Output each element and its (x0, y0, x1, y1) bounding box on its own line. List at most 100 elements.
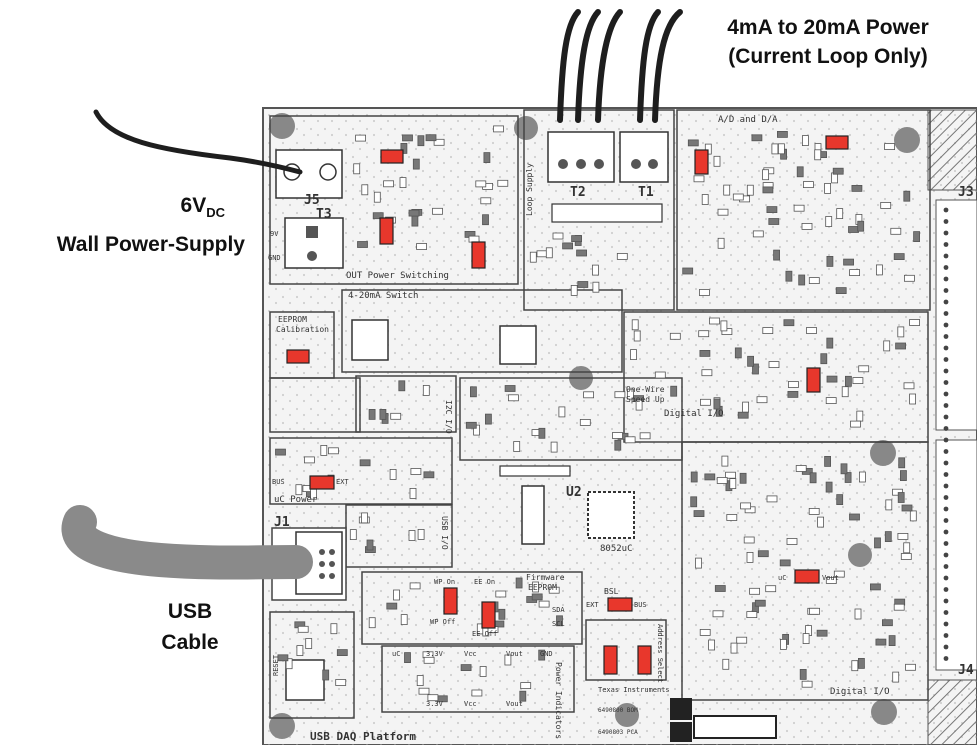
smd-component (545, 247, 553, 259)
mounting-hole (870, 440, 896, 466)
jumper-ad-da-ref (825, 135, 849, 150)
smd-component (732, 193, 744, 201)
smd-component (504, 654, 512, 666)
label-j4: J4 (958, 663, 974, 678)
label-t1: T1 (638, 185, 654, 200)
smd-component (874, 537, 881, 549)
smd-component (670, 385, 678, 397)
smd-component (612, 432, 623, 439)
smd-component (538, 649, 546, 661)
smd-component (479, 666, 487, 677)
smd-component (803, 181, 814, 189)
section-digital-io-top: Digital I/O (664, 409, 724, 419)
smd-component (752, 363, 759, 375)
connector-pin (943, 495, 949, 500)
section-eeprom-cal-1: EEPROM (278, 315, 307, 324)
smd-component (635, 399, 643, 411)
smd-component (895, 342, 906, 350)
label-bsl: BSL (604, 587, 619, 596)
jumper-ee (481, 601, 496, 629)
smd-component (826, 255, 834, 267)
smd-component (893, 253, 905, 261)
smd-component (423, 471, 435, 479)
smd-component (897, 492, 905, 503)
smd-component (765, 585, 777, 593)
smd-component (504, 385, 516, 392)
smd-component (468, 235, 480, 243)
smd-component (614, 439, 622, 451)
smd-component (538, 600, 550, 608)
connector-pin (943, 403, 949, 408)
loop-wire (595, 9, 623, 123)
section-one-wire-2: Speed Up (626, 395, 665, 404)
smd-component (330, 623, 338, 635)
smd-component (854, 608, 862, 620)
mounting-hole (848, 543, 872, 567)
smd-component (400, 142, 408, 154)
smd-component (409, 487, 417, 499)
section-ad-da: A/D and D/A (718, 115, 778, 125)
smd-component (897, 326, 905, 338)
smd-component (355, 134, 367, 142)
board-maker: Texas Instruments (598, 686, 670, 694)
smd-component (824, 182, 831, 194)
smd-component (708, 639, 715, 651)
smd-component (633, 330, 641, 342)
smd-component (825, 216, 833, 227)
mounting-hole (894, 127, 920, 153)
smd-component (742, 401, 749, 413)
smd-component (747, 355, 754, 367)
mounting-hole (514, 116, 538, 140)
smd-component (736, 636, 748, 644)
label-j1: J1 (274, 515, 290, 530)
connector-pin (943, 472, 949, 477)
smd-component (746, 611, 758, 618)
label-reset: RESET (272, 654, 280, 676)
smd-component (890, 227, 902, 235)
jumper-u5 (694, 149, 709, 175)
smd-component (583, 391, 594, 399)
smd-component (851, 660, 859, 672)
smd-component (556, 615, 563, 627)
smd-component (903, 190, 911, 202)
smd-component (507, 394, 519, 402)
smd-component (795, 465, 807, 472)
smd-component (366, 539, 374, 551)
smd-component (840, 463, 848, 475)
smd-component (901, 504, 913, 512)
smd-component (383, 180, 395, 188)
smd-component (416, 243, 428, 250)
smd-component (579, 418, 591, 426)
smd-component (390, 412, 402, 420)
loop-power-line1: 4mA to 20mA Power (727, 16, 929, 39)
smd-component (531, 593, 543, 601)
smd-component (875, 638, 887, 646)
smd-component (631, 319, 639, 331)
smd-component (729, 478, 737, 490)
smd-component (825, 481, 833, 493)
connector-pin (943, 357, 949, 362)
connector-pin (943, 414, 949, 420)
connector-pin (943, 299, 949, 305)
smd-component (826, 337, 834, 349)
pi-label-vout-bottom: Vout (506, 700, 523, 708)
pi-label-vout: Vout (506, 650, 523, 658)
smd-component (411, 215, 419, 227)
smd-component (773, 249, 780, 261)
smd-component (766, 206, 778, 214)
smd-component (844, 472, 852, 483)
smd-component (824, 455, 831, 467)
jumper-address-2 (637, 645, 652, 675)
smd-component (497, 179, 509, 187)
smd-component (536, 250, 548, 258)
smd-component (493, 125, 504, 133)
smd-component (909, 393, 916, 405)
wall-supply-line2: Wall Power-Supply (56, 233, 245, 257)
connector-pin (943, 253, 949, 259)
mounting-hole (269, 113, 295, 139)
smd-component (798, 274, 806, 286)
smd-component (737, 411, 749, 419)
smd-component (856, 410, 864, 422)
smd-component (320, 444, 328, 456)
